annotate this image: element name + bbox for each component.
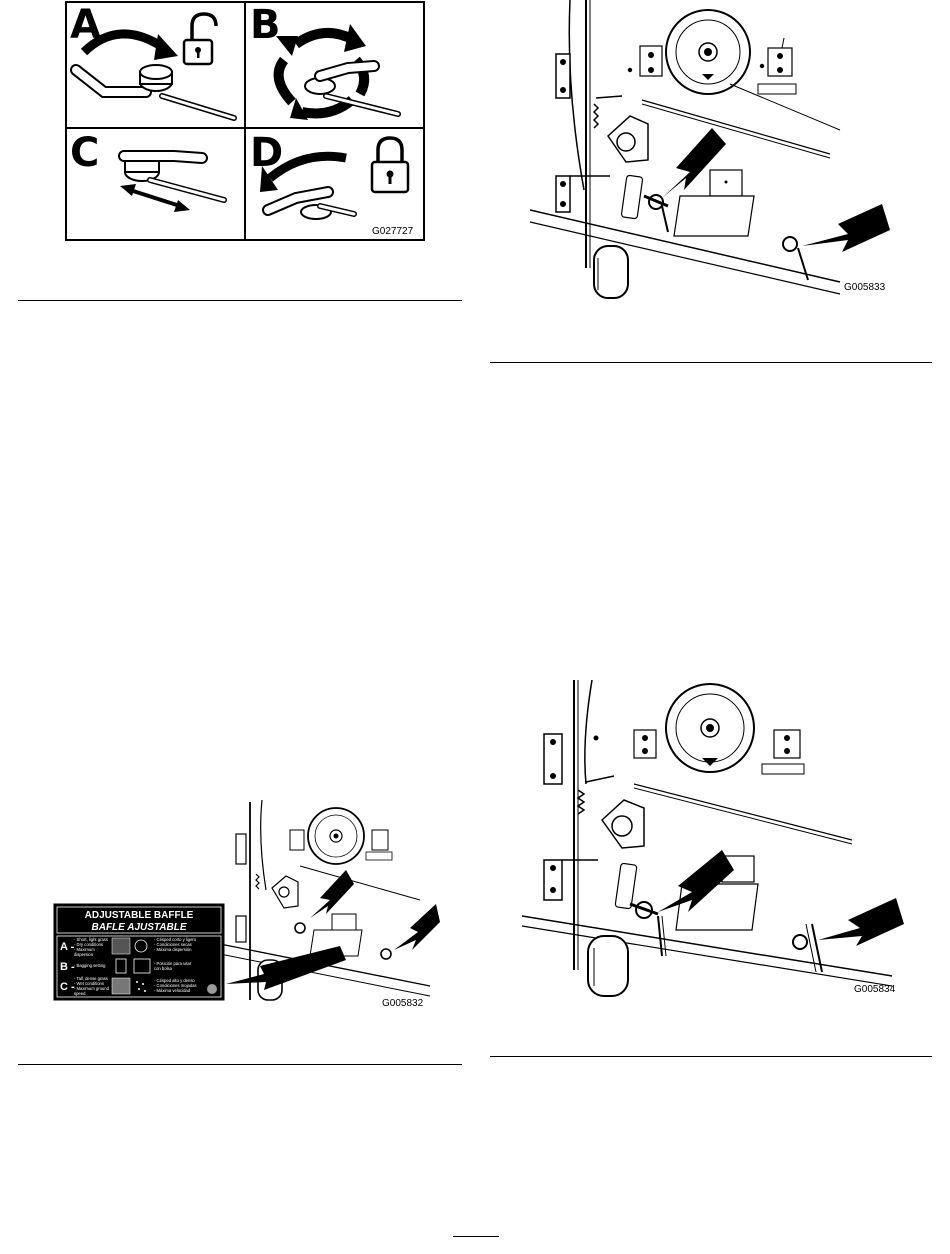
decal-row-c-text-es: - Condiciones mojadas — [154, 983, 197, 988]
section-divider-left-bottom — [18, 1064, 462, 1065]
figure-deck-bottom: G005834 — [522, 680, 912, 1000]
decal-row-a-letter: A - — [60, 941, 75, 953]
decal-row-c-text: - Maximum ground — [74, 986, 110, 991]
adjustable-baffle-decal: ADJUSTABLE BAFFLE BAFLE AJUSTABLE A - - … — [53, 903, 225, 1001]
grass-tall-icon — [111, 977, 131, 995]
figure-id: G005832 — [382, 998, 424, 1009]
locked-padlock-icon — [370, 136, 410, 194]
decal-row-c-text-es: - Césped alto y denso — [154, 978, 195, 983]
decal-subtitle: BAFLE AJUSTABLE — [92, 922, 187, 933]
figure-id: G005833 — [844, 282, 886, 293]
decal-row-b-text-es: - Posición para usar — [154, 961, 192, 966]
panel-b: B — [250, 2, 401, 120]
figure-lock-steps: A B — [64, 0, 426, 242]
decal-row-b-text: - Bagging setting — [74, 963, 106, 968]
mower-bag-icon — [133, 958, 151, 974]
decal-row-b-letter: B - — [60, 961, 75, 973]
grass-short-icon — [111, 937, 131, 955]
figure-deck-top: G005833 — [530, 0, 890, 300]
decal-row-c-letter: C - — [60, 981, 75, 993]
figure-id: G027727 — [372, 226, 414, 237]
rain-icon — [136, 981, 146, 992]
section-divider-right-bottom — [490, 1056, 932, 1057]
slide-arrow-icon — [120, 184, 190, 212]
decal-row-a-text-es: - Condiciones secas — [154, 942, 192, 947]
decal-row-a-text-es: - Césped corto y ligero — [154, 937, 197, 942]
decal-row-a-text: - Dry conditions — [74, 942, 103, 947]
panel-c: C — [70, 130, 227, 212]
section-divider-right-top — [490, 362, 932, 363]
decal-row-c-text: - Tall, dense grass — [74, 976, 108, 981]
section-divider-left-top — [18, 300, 462, 301]
decal-row-a-text: - Short, light grass — [74, 937, 108, 942]
decal-row-c-text: speed — [74, 991, 86, 996]
decal-row-a-text-es: - Máxima dispersión — [154, 947, 192, 952]
panel-a: A — [70, 2, 237, 121]
decal-seal-icon — [207, 984, 217, 994]
decal-row-c-text: - Wet conditions — [74, 981, 104, 986]
figure-id: G005834 — [854, 984, 896, 995]
unlocked-padlock-icon — [182, 12, 218, 66]
panel-letter-b: B — [250, 2, 281, 48]
decal-row-a-text: - Maximum — [74, 947, 95, 952]
bag-icon — [115, 958, 127, 974]
decal-row-c-text-es: - Máxima velocidad — [154, 988, 191, 993]
decal-row-b-text-es: con bolsa — [154, 966, 173, 971]
panel-letter-c: C — [70, 130, 99, 176]
figure-deck-decal: ADJUSTABLE BAFFLE BAFLE AJUSTABLE A - - … — [50, 800, 450, 1010]
decal-title: ADJUSTABLE BAFFLE — [85, 910, 194, 921]
panel-d: D — [250, 130, 410, 220]
page-footer-rule — [453, 1236, 499, 1237]
sun-icon — [134, 939, 148, 953]
decal-row-a-text: dispersion — [74, 952, 94, 957]
